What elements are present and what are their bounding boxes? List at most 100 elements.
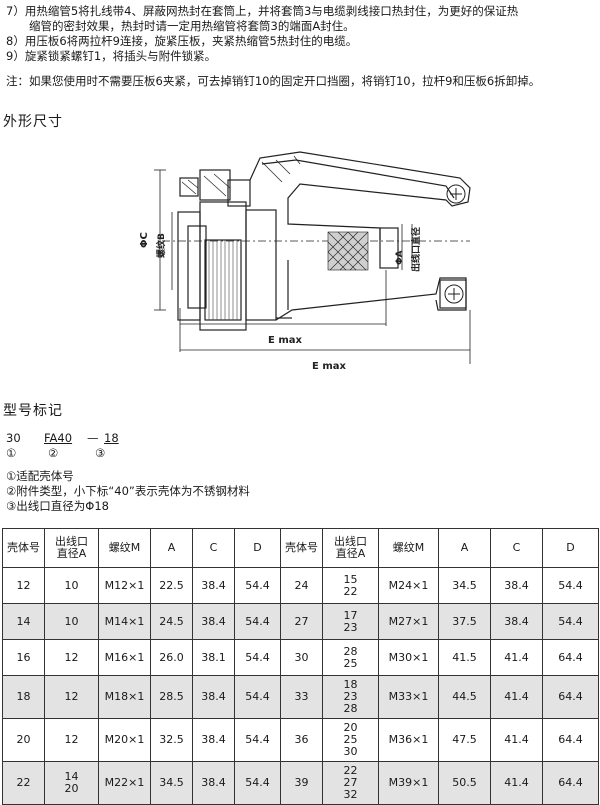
model-marker-3: ③ <box>95 446 106 460</box>
model-dash: — <box>87 431 99 445</box>
table-cell: 12 <box>64 733 79 746</box>
table-cell: 64.4 <box>558 776 583 789</box>
section-outline-dimensions: 外形尺寸 <box>3 114 63 130</box>
table-cell: M30×1 <box>388 650 429 664</box>
note-line-7: 7）用热缩管5将扎线带4、屏蔽网热封在套筒上，并将套筒3与电缆剥线接口热封住，为… <box>6 4 519 18</box>
phi-a-label: ΦA <box>395 250 405 265</box>
dimension-table: 壳体号 出线口 直径A 螺纹M A C D 壳体号 出线口 直径A 螺纹M A … <box>2 528 599 805</box>
col-thread-m: 螺纹M <box>108 541 141 554</box>
table-cell: 41.4 <box>504 733 529 746</box>
table-row: 16 12 M16×1 26.0 38.1 54.4 30 28 25 M30×… <box>2 639 599 676</box>
model-part-type: FA40 <box>44 431 73 445</box>
table-cell: 27 <box>294 614 309 628</box>
table-cell: 54.4 <box>245 614 270 628</box>
table-cell: 41.5 <box>452 650 477 664</box>
table-cell: 54.4 <box>245 733 270 746</box>
e-max-outer-label: E max <box>312 361 346 372</box>
thread-b-label: 螺纹B <box>155 233 167 258</box>
table-cell: M33×1 <box>388 690 429 703</box>
col-outlet-dia-2: 出线口 直径A <box>334 535 367 560</box>
remark-note: 注：如果您使用时不需要压板6夹紧，可去掉销钉10的固定开口挡圈，将销钉10，拉杆… <box>6 74 541 88</box>
table-cell: 54.4 <box>558 578 583 592</box>
col-a: A <box>167 541 176 554</box>
table-cell: 17 23 <box>343 608 358 634</box>
table-row: 12 10 M12×1 22.5 38.4 54.4 24 15 22 M24×… <box>2 567 599 604</box>
model-marker-2: ② <box>48 446 59 460</box>
table-header-row: 壳体号 出线口 直径A 螺纹M A C D 壳体号 出线口 直径A 螺纹M A … <box>2 528 599 568</box>
table-cell: 41.4 <box>504 776 529 789</box>
table-cell: M12×1 <box>104 578 145 592</box>
table-cell: 54.4 <box>245 690 270 703</box>
table-cell: 34.5 <box>452 578 477 592</box>
col-thread-m-2: 螺纹M <box>392 541 425 554</box>
col-outlet-dia: 出线口 直径A <box>55 535 88 560</box>
table-cell: 22 27 32 <box>343 764 358 801</box>
table-cell: 24 <box>294 578 309 592</box>
table-cell: 64.4 <box>558 733 583 746</box>
col-c: C <box>209 541 218 554</box>
table-row: 20 12 M20×1 32.5 38.4 54.4 36 20 25 30 M… <box>2 718 599 762</box>
note-line-7-cont: 缩管的密封效果，热封时请一定用热缩管将套筒3的端面A封住。 <box>6 19 355 33</box>
table-cell: 28 25 <box>343 644 358 670</box>
table-cell: 12 <box>16 578 31 592</box>
table-cell: 28.5 <box>159 690 184 703</box>
table-cell: 12 <box>64 650 79 664</box>
table-cell: 16 <box>16 650 31 664</box>
col-shell-no: 壳体号 <box>7 541 40 554</box>
table-row: 14 10 M14×1 24.5 38.4 54.4 27 17 23 M27×… <box>2 603 599 640</box>
table-cell: M36×1 <box>388 733 429 746</box>
table-cell: M27×1 <box>388 614 429 628</box>
table-cell: 41.4 <box>504 690 529 703</box>
table-cell: 14 <box>16 614 31 628</box>
table-cell: 47.5 <box>452 733 477 746</box>
table-cell: M39×1 <box>388 776 429 789</box>
table-cell: 24.5 <box>159 614 184 628</box>
phi-c-label: ΦC <box>139 232 150 248</box>
table-cell: 54.4 <box>245 578 270 592</box>
table-cell: 38.4 <box>201 776 226 789</box>
model-part-shell: 30 <box>6 431 21 445</box>
table-cell: 10 <box>64 578 79 592</box>
table-cell: 22.5 <box>159 578 184 592</box>
col-a-2: A <box>460 541 469 554</box>
table-cell: 18 <box>16 690 31 703</box>
table-cell: M14×1 <box>104 614 145 628</box>
table-cell: M18×1 <box>104 690 145 703</box>
table-cell: 38.4 <box>504 578 529 592</box>
table-cell: 30 <box>294 650 309 664</box>
table-cell: 18 23 28 <box>343 678 358 715</box>
table-cell: 38.4 <box>201 690 226 703</box>
table-cell: M16×1 <box>104 650 145 664</box>
table-cell: M20×1 <box>104 733 145 746</box>
col-c-2: C <box>512 541 521 554</box>
table-cell: 54.4 <box>558 614 583 628</box>
table-cell: 38.1 <box>201 650 226 664</box>
table-cell: 38.4 <box>201 733 226 746</box>
table-cell: 39 <box>294 776 309 789</box>
table-cell: 41.4 <box>504 650 529 664</box>
table-cell: 26.0 <box>159 650 184 664</box>
table-cell: 20 25 30 <box>343 721 358 758</box>
table-cell: 54.4 <box>245 776 270 789</box>
table-cell: 15 22 <box>343 572 358 598</box>
table-cell: 38.4 <box>201 614 226 628</box>
table-cell: 14 20 <box>64 770 79 795</box>
table-cell: 54.4 <box>245 650 270 664</box>
model-marker-1: ① <box>6 446 17 460</box>
legend-line-2: ②附件类型，小下标“40”表示壳体为不锈钢材料 <box>6 484 250 498</box>
table-cell: 32.5 <box>159 733 184 746</box>
note-line-9: 9）旋紧锁紧螺钉1，将插头与附件锁紧。 <box>6 49 217 63</box>
table-cell: 20 <box>16 733 31 746</box>
model-part-outlet: 18 <box>104 431 119 445</box>
table-row: 18 12 M18×1 28.5 38.4 54.4 33 18 23 28 M… <box>2 675 599 719</box>
connector-outline-drawing: ΦC 螺纹B ΦA 出线口直径 E max E max <box>139 151 471 372</box>
table-cell: 64.4 <box>558 690 583 703</box>
table-cell: 36 <box>294 733 309 746</box>
table-cell: 50.5 <box>452 776 477 789</box>
col-d: D <box>253 541 262 554</box>
table-cell: 64.4 <box>558 650 583 664</box>
note-line-8: 8）用压板6将两拉杆9连接，旋紧压板，夹紧热缩管5热封住的电缆。 <box>6 34 358 48</box>
table-cell: 38.4 <box>504 614 529 628</box>
col-shell-no-2: 壳体号 <box>285 541 318 554</box>
table-cell: 34.5 <box>159 776 184 789</box>
